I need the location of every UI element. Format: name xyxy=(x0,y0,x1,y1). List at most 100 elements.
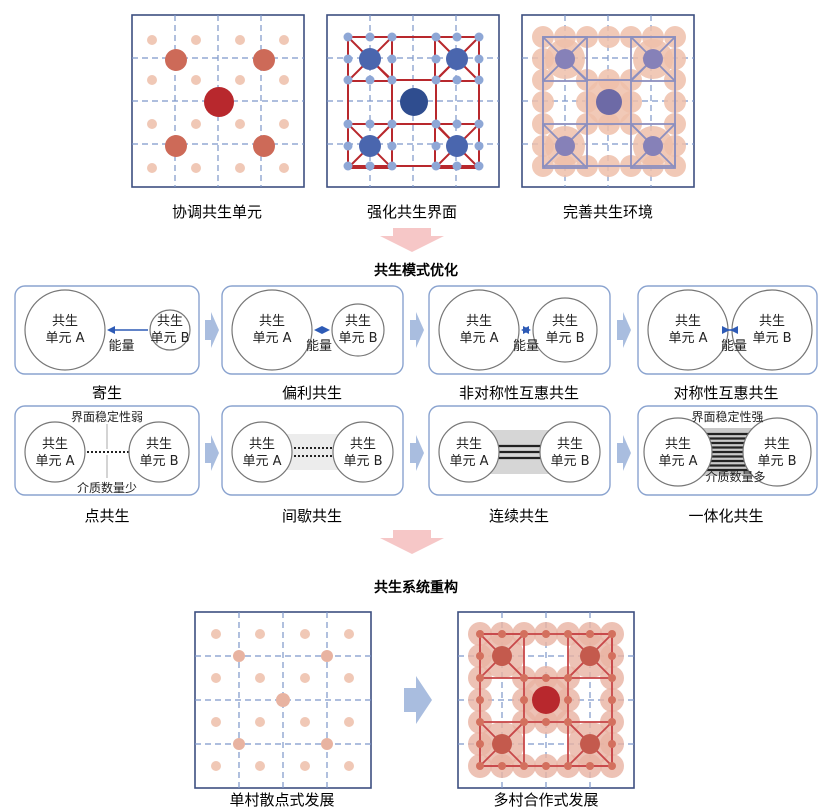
unit-b-label: 单元 B xyxy=(150,331,189,346)
small-dot xyxy=(344,673,354,683)
behaviour-label-asymmetric: 非对称性互惠共生 xyxy=(459,384,579,402)
small-node xyxy=(608,718,616,726)
small-node xyxy=(476,630,484,638)
small-node xyxy=(387,141,397,151)
unit-a-label: 共生 xyxy=(675,314,701,329)
small-node xyxy=(520,718,528,726)
small-node xyxy=(474,119,484,129)
unit-a-label: 单元 A xyxy=(668,331,707,346)
unit-a-label: 单元 A xyxy=(242,454,281,469)
unit-b-label: 单元 B xyxy=(139,454,178,469)
small-node xyxy=(586,630,594,638)
grid-improve-environment xyxy=(521,14,695,188)
small-node xyxy=(431,119,441,129)
medium-node xyxy=(253,49,275,71)
unit-b-label: 单元 B xyxy=(545,331,584,346)
small-node xyxy=(564,630,572,638)
unit-b-label: 共生 xyxy=(157,314,183,329)
unit-a-circle xyxy=(24,421,86,483)
energy-label: 能量 xyxy=(306,339,332,354)
small-node xyxy=(476,718,484,726)
small-dot xyxy=(235,75,245,85)
small-dot xyxy=(235,163,245,173)
small-node xyxy=(365,119,375,129)
grid-coordinate-units xyxy=(131,14,305,188)
unit-a-label: 单元 A xyxy=(449,454,488,469)
small-node xyxy=(474,75,484,85)
right-arrow-icon xyxy=(205,312,219,348)
link-line xyxy=(630,123,676,169)
small-node xyxy=(431,161,441,171)
right-arrow-icon xyxy=(404,676,432,724)
medium-node xyxy=(555,136,575,156)
unit-a-circle xyxy=(231,289,313,371)
outer-link xyxy=(347,36,480,167)
inner-link xyxy=(586,79,632,125)
small-node xyxy=(343,54,353,64)
behaviour-label-parasitism: 寄生 xyxy=(92,384,122,402)
small-node xyxy=(452,161,462,171)
small-node xyxy=(564,696,572,704)
small-dot xyxy=(211,673,221,683)
behaviour-label-commensalism: 偏利共生 xyxy=(282,384,342,402)
small-node xyxy=(498,630,506,638)
core-node xyxy=(400,88,428,116)
small-node xyxy=(608,630,616,638)
small-node xyxy=(608,674,616,682)
energy-arrow-head xyxy=(722,326,730,334)
label-single-village: 单村散点式发展 xyxy=(229,791,334,809)
small-node xyxy=(476,696,484,704)
medium-dot xyxy=(233,650,245,662)
unit-b-circle xyxy=(539,421,601,483)
label-improve-environment: 完善共生环境 xyxy=(563,203,653,221)
small-node xyxy=(387,119,397,129)
unit-b-label: 共生 xyxy=(350,437,376,452)
small-node xyxy=(474,161,484,171)
small-dot xyxy=(344,717,354,727)
medium-node xyxy=(165,135,187,157)
down-arrow-icon xyxy=(380,530,444,554)
unit-a-label: 共生 xyxy=(52,314,78,329)
small-node xyxy=(474,54,484,64)
small-dot xyxy=(211,717,221,727)
small-node xyxy=(608,696,616,704)
medium-node xyxy=(580,646,600,666)
unit-b-circle xyxy=(332,421,394,483)
small-dot xyxy=(344,629,354,639)
small-node xyxy=(365,32,375,42)
unit-a-label: 共生 xyxy=(466,314,492,329)
unit-b-label: 单元 B xyxy=(757,454,796,469)
unit-b-circle xyxy=(731,289,813,371)
small-node xyxy=(608,740,616,748)
energy-arrow-head xyxy=(107,326,115,334)
energy-label: 能量 xyxy=(721,339,747,354)
label-coordinate-units: 协调共生单元 xyxy=(172,203,262,221)
small-dot xyxy=(255,717,265,727)
small-node xyxy=(431,141,441,151)
small-node xyxy=(365,75,375,85)
small-node xyxy=(431,32,441,42)
small-node xyxy=(387,32,397,42)
small-node xyxy=(365,161,375,171)
small-dot xyxy=(191,119,201,129)
small-node xyxy=(343,75,353,85)
small-node xyxy=(387,75,397,85)
small-node xyxy=(431,54,441,64)
small-node xyxy=(476,652,484,660)
energy-arrow-head xyxy=(730,326,738,334)
unit-a-circle xyxy=(231,421,293,483)
inner-link xyxy=(391,79,437,125)
small-node xyxy=(387,54,397,64)
medium-dot xyxy=(321,650,333,662)
right-arrow-icon xyxy=(617,435,631,471)
small-node xyxy=(564,762,572,770)
core-node xyxy=(596,89,622,115)
unit-b-label: 单元 B xyxy=(343,454,382,469)
small-node xyxy=(564,718,572,726)
small-dot xyxy=(235,119,245,129)
small-dot xyxy=(255,629,265,639)
small-node xyxy=(542,762,550,770)
grid-multi-village xyxy=(457,611,635,789)
unit-b-circle xyxy=(742,417,812,487)
